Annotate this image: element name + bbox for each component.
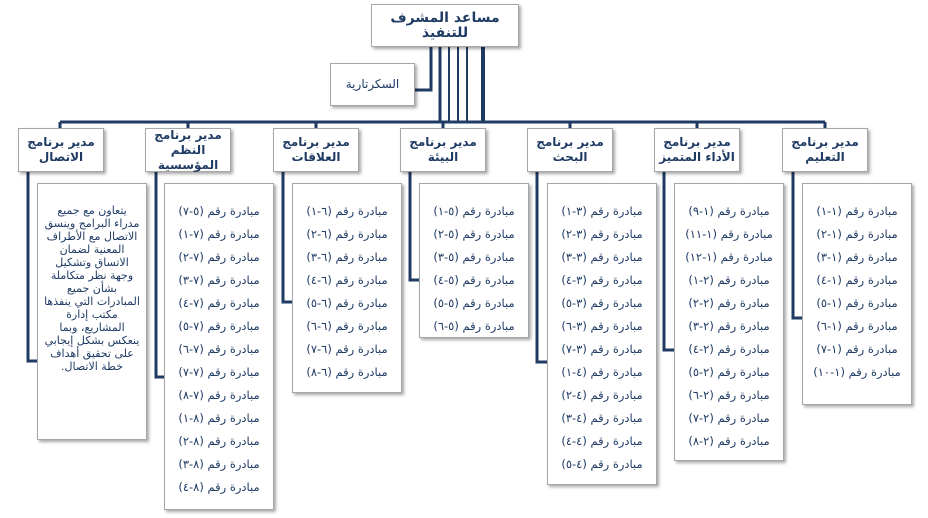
initiative-item: مبادرة رقم (٥-٧) xyxy=(178,204,260,218)
initiative-item: مبادرة رقم (١-١٠) xyxy=(813,365,901,379)
initiative-item: مبادرة رقم (٧-٥) xyxy=(178,319,260,333)
initiative-item: مبادرة رقم (٢-٧) xyxy=(688,411,770,425)
initiative-item: مبادرة رقم (٣-٣) xyxy=(561,250,643,264)
manager-title: مدير برنامج xyxy=(409,135,477,149)
initiative-item: مبادرة رقم (٦-٧) xyxy=(306,342,388,356)
initiative-item: مبادرة رقم (٣-٧) xyxy=(561,342,643,356)
initiative-item: مبادرة رقم (٣-٢) xyxy=(561,227,643,241)
description-box: يتعاون مع جميع مدراء البرامج وينسق الاتص… xyxy=(37,183,147,440)
manager-title: مدير برنامج xyxy=(154,127,222,142)
initiative-item: مبادرة رقم (٨-٣) xyxy=(178,457,260,471)
program-name: الاتصال xyxy=(38,150,84,164)
manager-title: مدير برنامج xyxy=(27,135,95,149)
initiative-item: مبادرة رقم (١-٩) xyxy=(688,204,770,218)
initiative-item: مبادرة رقم (٢-٥) xyxy=(688,365,770,379)
initiative-item: مبادرة رقم (٨-١) xyxy=(178,411,260,425)
initiative-item: مبادرة رقم (٦-٣) xyxy=(306,250,388,264)
initiative-item: مبادرة رقم (٢-٦) xyxy=(688,388,770,402)
initiative-item: مبادرة رقم (١-١) xyxy=(816,204,898,218)
initiative-item: مبادرة رقم (٢-٤) xyxy=(688,342,770,356)
initiative-item: مبادرة رقم (٧-٨) xyxy=(178,388,260,402)
initiatives-list: مبادرة رقم (١-٩) مبادرة رقم (١-١١) مبادرة … xyxy=(674,183,784,461)
initiatives-list: مبادرة رقم (١-١) مبادرة رقم (١-٢) مبادرة ر… xyxy=(802,183,912,405)
initiative-item: مبادرة رقم (٦-٢) xyxy=(306,227,388,241)
initiatives-list: مبادرة رقم (٥-١) مبادرة رقم (٥-٢) مبادرة ر… xyxy=(419,183,529,338)
initiative-item: مبادرة رقم (٤-٣) xyxy=(561,411,643,425)
initiative-item: مبادرة رقم (١-٧) xyxy=(816,342,898,356)
manager-title: مدير برنامج xyxy=(791,135,859,149)
initiative-item: مبادرة رقم (٤-٢) xyxy=(561,388,643,402)
initiative-item: مبادرة رقم (٧-١) xyxy=(178,227,260,241)
initiatives-list: مبادرة رقم (٣-١) مبادرة رقم (٣-٢) مبادرة ر… xyxy=(547,183,657,485)
initiative-item: مبادرة رقم (٢-٣) xyxy=(688,319,770,333)
initiative-item: مبادرة رقم (٥-٣) xyxy=(433,250,515,264)
initiative-item: مبادرة رقم (٣-٦) xyxy=(561,319,643,333)
initiative-item: مبادرة رقم (٧-٧) xyxy=(178,365,260,379)
initiative-item: مبادرة رقم (٥-٦) xyxy=(433,319,515,333)
initiative-item: مبادرة رقم (٥-٥) xyxy=(433,296,515,310)
initiative-item: مبادرة رقم (١-٦) xyxy=(816,319,898,333)
initiative-item: مبادرة رقم (٣-٤) xyxy=(561,273,643,287)
program-name: البيئة xyxy=(427,150,459,164)
assistant-supervisor-box: مساعد المشرف للتنفيذ xyxy=(371,4,519,47)
initiative-item: مبادرة رقم (١-٣) xyxy=(816,250,898,264)
initiative-item: مبادرة رقم (٢-٢) xyxy=(688,296,770,310)
initiative-item: مبادرة رقم (٦-٤) xyxy=(306,273,388,287)
initiative-item: مبادرة رقم (٤-٤) xyxy=(561,434,643,448)
program-name: التعليم xyxy=(805,150,845,164)
initiative-item: مبادرة رقم (٧-٤) xyxy=(178,296,260,310)
initiative-item: مبادرة رقم (٧-٦) xyxy=(178,342,260,356)
secretary-box: السكرتارية xyxy=(330,63,415,106)
program-name: العلاقات xyxy=(291,150,341,164)
manager-title: مدير برنامج xyxy=(282,135,350,149)
initiative-item: مبادرة رقم (٦-٥) xyxy=(306,296,388,310)
initiative-item: مبادرة رقم (٧-٢) xyxy=(178,250,260,264)
initiative-item: مبادرة رقم (١-٢) xyxy=(816,227,898,241)
initiative-item: مبادرة رقم (١-٥) xyxy=(816,296,898,310)
secretary-label: السكرتارية xyxy=(345,77,400,91)
initiative-item: مبادرة رقم (٥-١) xyxy=(433,204,515,218)
initiative-item: مبادرة رقم (٢-٨) xyxy=(688,434,770,448)
initiative-item: مبادرة رقم (٦-٦) xyxy=(306,319,388,333)
initiative-item: مبادرة رقم (٥-٤) xyxy=(433,273,515,287)
program-description: يتعاون مع جميع مدراء البرامج وينسق الاتص… xyxy=(44,204,140,373)
initiatives-list: مبادرة رقم (٥-٧) مبادرة رقم (٧-١) مبادرة ر… xyxy=(164,183,274,510)
initiative-item: مبادرة رقم (٣-١) xyxy=(561,204,643,218)
manager-title: مدير برنامج xyxy=(663,135,731,149)
initiative-item: مبادرة رقم (١-٤) xyxy=(816,273,898,287)
initiative-item: مبادرة رقم (٤-١) xyxy=(561,365,643,379)
program-name: النظم المؤسسية xyxy=(157,142,219,172)
initiative-item: مبادرة رقم (٣-٥) xyxy=(561,296,643,310)
program-name: الأداء المتميز xyxy=(659,150,735,164)
assistant-supervisor-title: مساعد المشرف للتنفيذ xyxy=(390,9,500,41)
program-name: البحث xyxy=(552,150,588,164)
initiative-item: مبادرة رقم (٢-١) xyxy=(688,273,770,287)
initiatives-list: مبادرة رقم (٦-١) مبادرة رقم (٦-٢) مبادرة ر… xyxy=(292,183,402,393)
initiative-item: مبادرة رقم (٥-٢) xyxy=(433,227,515,241)
initiative-item: مبادرة رقم (١-١١) xyxy=(685,227,773,241)
initiative-item: مبادرة رقم (٤-٥) xyxy=(561,457,643,471)
initiative-item: مبادرة رقم (٨-٢) xyxy=(178,434,260,448)
initiative-item: مبادرة رقم (٦-٨) xyxy=(306,365,388,379)
initiative-item: مبادرة رقم (٨-٤) xyxy=(178,480,260,494)
manager-title: مدير برنامج xyxy=(536,135,604,149)
initiative-item: مبادرة رقم (١-١٢) xyxy=(685,250,773,264)
initiative-item: مبادرة رقم (٧-٣) xyxy=(178,273,260,287)
initiative-item: مبادرة رقم (٦-١) xyxy=(306,204,388,218)
